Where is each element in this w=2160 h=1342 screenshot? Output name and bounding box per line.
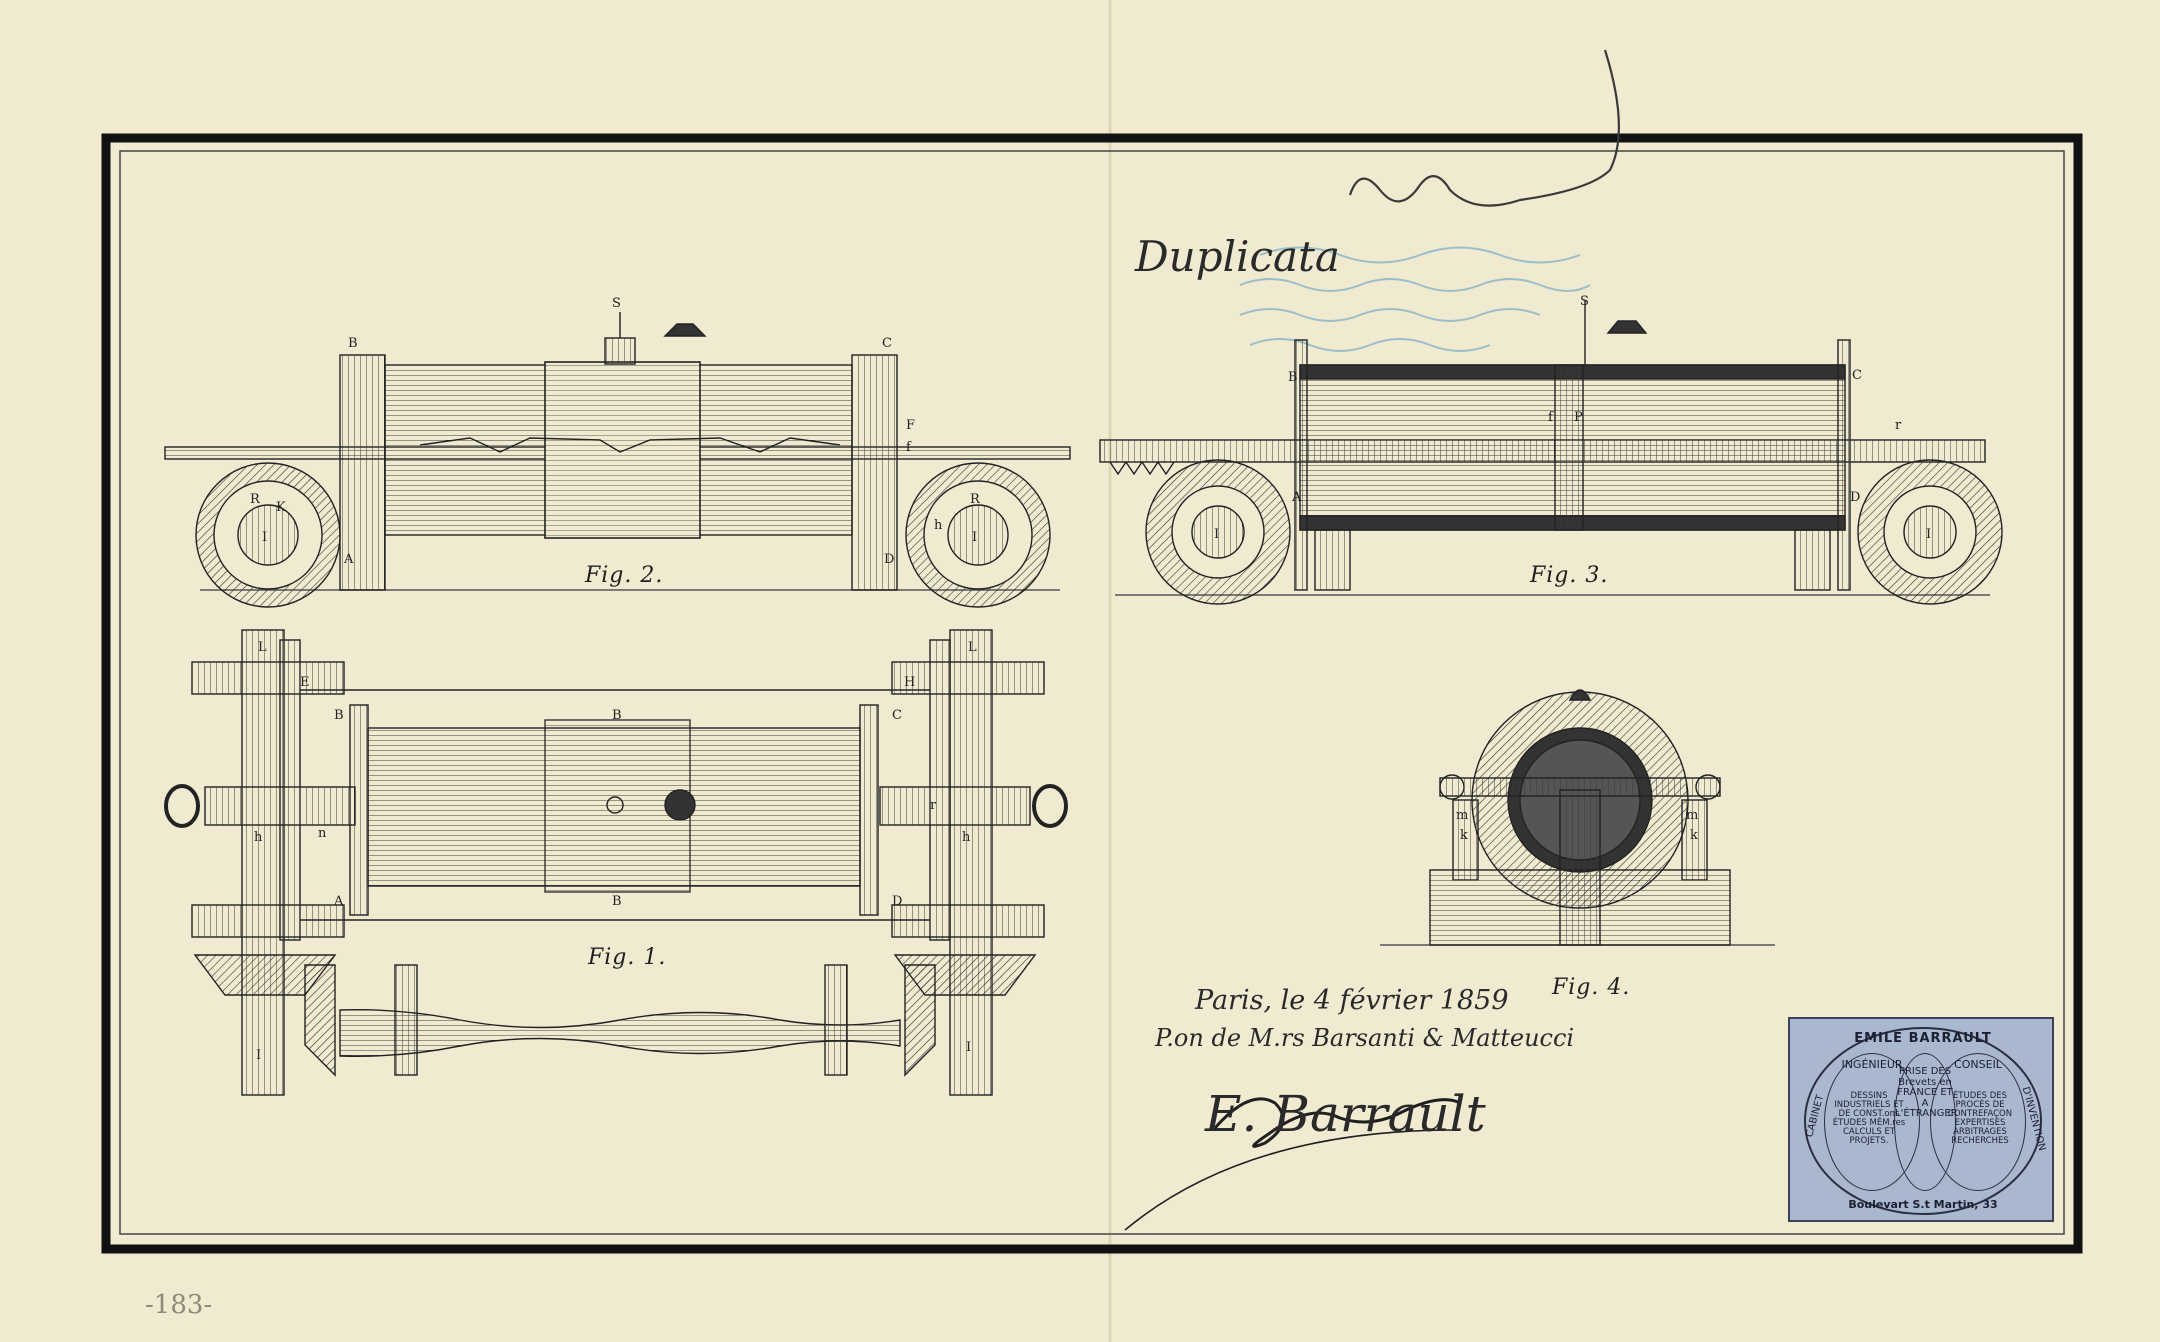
part-label: m: [1456, 808, 1469, 823]
part-label: A: [1292, 490, 1302, 505]
part-label: A: [344, 552, 354, 567]
figure-3-drawing: [1099, 300, 2003, 605]
part-label: A: [334, 894, 344, 909]
part-label: h: [934, 518, 943, 533]
part-label: D: [1850, 490, 1861, 505]
part-label: h: [254, 830, 263, 845]
part-label: m: [1686, 808, 1699, 823]
fig-1-label: Fig. 1.: [588, 945, 667, 970]
fig-4-label: Fig. 4.: [1552, 975, 1631, 1000]
part-label: r: [1895, 418, 1902, 433]
part-label: C: [882, 336, 892, 351]
outer-frame: [101, 133, 2083, 1254]
part-label: B: [334, 708, 344, 723]
part-label: R: [250, 492, 260, 507]
part-label: L: [968, 640, 977, 655]
part-label: E: [300, 675, 310, 690]
part-label: I: [972, 530, 978, 545]
stamp-outer-ring: [1804, 1027, 2042, 1215]
part-label: n: [318, 826, 327, 841]
inner-frame: [119, 150, 2065, 1235]
part-label: I: [256, 1048, 262, 1063]
part-label: B: [1288, 370, 1298, 385]
part-label: S: [1580, 294, 1589, 309]
part-label: I: [966, 1040, 972, 1055]
stamp-right-services: ÉTUDES DES PROCÈS DE CONTREFAÇON EXPERTI…: [1947, 1091, 2013, 1146]
part-label: I: [1214, 527, 1220, 542]
part-label: k: [1460, 828, 1468, 843]
part-label: B: [612, 894, 622, 909]
part-label: S: [612, 296, 621, 311]
part-label: B: [612, 708, 622, 723]
figure-1-drawing: [164, 629, 1068, 1096]
part-label: f: [906, 440, 911, 455]
part-label: H: [904, 675, 916, 690]
part-label: h: [962, 830, 971, 845]
stamp-address: Boulevart S.t Martin, 33: [1848, 1198, 1998, 1211]
signature-tail: [1124, 1129, 1456, 1231]
applicants-line: P.on de M.rs Barsanti & Matteucci: [1155, 1024, 1575, 1052]
stamp-name: EMILE BARRAULT: [1854, 1031, 1992, 1046]
stamp-patents: PRISE DES Brevets en FRANCE ET A L'ÉTRAN…: [1895, 1066, 1958, 1119]
part-label: K: [276, 500, 286, 515]
blue-offset-writing: [1239, 246, 1591, 352]
figure-4-drawing: [1380, 689, 1775, 946]
part-label: I: [1926, 527, 1932, 542]
part-label: F: [906, 418, 916, 433]
fig-3-label: Fig. 3.: [1530, 563, 1609, 588]
part-label: r: [930, 798, 937, 813]
part-label: I: [262, 530, 268, 545]
duplicata-note: Duplicata: [1135, 232, 1340, 281]
part-label: R: [970, 492, 980, 507]
part-label: k: [1690, 828, 1698, 843]
pencil-annotation: [1348, 49, 1620, 207]
stamp-left-services: DESSINS INDUSTRIELS ET DE CONST.ons ÉTUD…: [1832, 1091, 1906, 1146]
page-number: -183-: [145, 1290, 213, 1320]
stamp-right-title: CONSEIL: [1954, 1058, 2002, 1071]
part-label: f: [1548, 410, 1553, 425]
stamp-left-title: INGÉNIEUR: [1841, 1058, 1903, 1071]
figure-2-drawing: [164, 312, 1071, 608]
part-label: L: [258, 640, 267, 655]
part-label: B: [348, 336, 358, 351]
fig-2-label: Fig. 2.: [585, 563, 664, 588]
agent-stamp: EMILE BARRAULT INGÉNIEUR CONSEIL DESSINS…: [1788, 1017, 2054, 1222]
part-label: D: [892, 894, 903, 909]
part-label: P: [1574, 410, 1583, 425]
part-label: D: [884, 552, 895, 567]
date-line: Paris, le 4 février 1859: [1195, 985, 1509, 1016]
signature: E. Barrault: [1205, 1085, 1486, 1143]
stamp-right-circle: [1930, 1053, 2026, 1191]
part-label: C: [1852, 368, 1862, 383]
part-label: C: [892, 708, 902, 723]
signature-flourish: [1213, 1097, 1461, 1148]
